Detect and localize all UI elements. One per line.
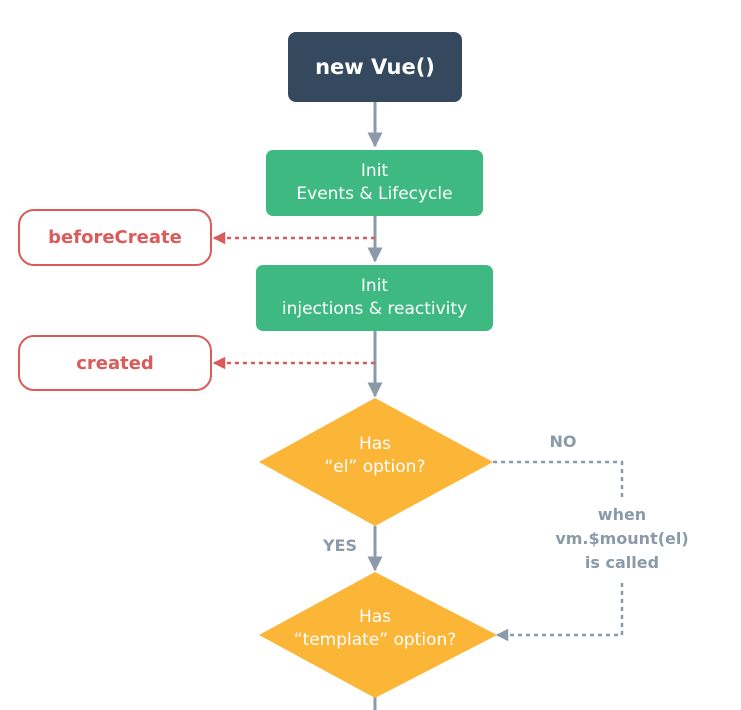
yes-label: YES [322, 536, 358, 555]
has-template-line1: Has [358, 607, 392, 627]
init-injections-line1: Init [360, 276, 389, 296]
mount-condition-label: when vm.$mount(el) is called [532, 503, 712, 575]
created-label: created [76, 352, 154, 374]
mount-line2: vm.$mount(el) [555, 529, 689, 548]
new-vue-label: new Vue() [315, 55, 435, 79]
mount-line3: is called [584, 553, 660, 572]
has-el-text: Has “el” option? [290, 428, 460, 484]
has-el-line2: “el” option? [324, 457, 426, 477]
has-template-text: Has “template” option? [280, 601, 470, 657]
mount-path-connector [495, 583, 624, 642]
has-el-diamond [259, 398, 493, 526]
mount-line1: when [597, 505, 647, 524]
created-hook: created [18, 335, 212, 391]
new-vue-node: new Vue() [288, 32, 462, 102]
has-el-line1: Has [358, 434, 392, 454]
before-create-label: beforeCreate [48, 227, 182, 248]
init-events-line1: Init [360, 161, 389, 181]
init-injections-line2: injections & reactivity [281, 299, 468, 319]
no-path-connector [493, 460, 624, 497]
init-events-node: Init Events & Lifecycle [266, 150, 483, 216]
init-injections-node: Init injections & reactivity [256, 265, 493, 331]
no-label: NO [549, 432, 577, 451]
has-template-diamond [259, 572, 497, 698]
has-template-line2: “template” option? [293, 630, 457, 650]
before-create-hook: beforeCreate [18, 209, 212, 266]
init-events-line2: Events & Lifecycle [296, 184, 453, 204]
